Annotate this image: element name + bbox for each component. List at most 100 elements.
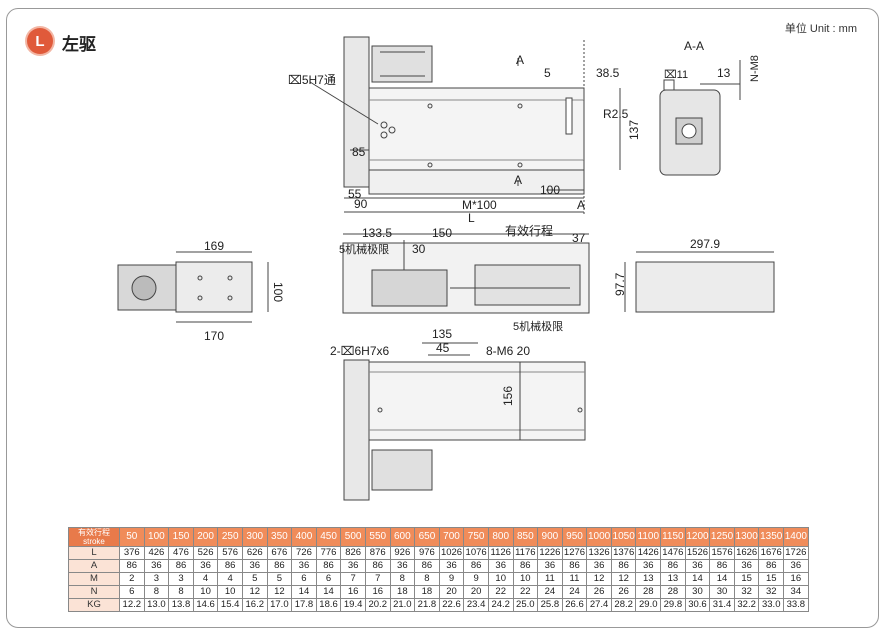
- svg-text:A-A: A-A: [684, 39, 704, 53]
- table-cell: 34: [783, 585, 809, 599]
- svg-text:297.9: 297.9: [690, 237, 720, 251]
- table-cell: 16: [783, 572, 809, 586]
- table-cell: 14.6: [192, 598, 219, 612]
- table-cell: 626: [241, 546, 268, 560]
- table-cell: 32: [733, 585, 760, 599]
- table-cell: 9: [463, 572, 489, 586]
- stroke-cell: 400: [291, 527, 317, 547]
- svg-text:156: 156: [501, 386, 515, 406]
- table-cell: 16: [340, 585, 366, 599]
- table-cell: 1326: [586, 546, 612, 560]
- svg-text:A: A: [514, 173, 522, 187]
- stroke-cell: 1350: [758, 527, 785, 547]
- table-cell: 36: [586, 559, 612, 573]
- stroke-cell: 750: [463, 527, 489, 547]
- stroke-cell: 1200: [684, 527, 711, 547]
- table-cell: 20: [463, 585, 489, 599]
- row-label: KG: [68, 598, 120, 612]
- stroke-cell: 1400: [783, 527, 809, 547]
- table-cell: 13.8: [168, 598, 194, 612]
- unit-label: 单位 Unit : mm: [784, 23, 857, 35]
- table-cell: 15.4: [217, 598, 243, 612]
- stroke-cell: 950: [561, 527, 588, 547]
- svg-text:L: L: [468, 211, 475, 225]
- svg-text:13: 13: [717, 66, 731, 80]
- table-cell: 1026: [438, 546, 465, 560]
- table-cell: 24.2: [487, 598, 514, 612]
- table-cell: 33.0: [758, 598, 785, 612]
- table-cell: 10: [217, 585, 243, 599]
- section-badge: L: [27, 28, 53, 54]
- table-cell: 28: [635, 585, 662, 599]
- table-cell: 86: [758, 559, 785, 573]
- table-cell: 10: [487, 572, 514, 586]
- table-cell: 86: [660, 559, 686, 573]
- table-cell: 36: [340, 559, 366, 573]
- table-cell: 6: [291, 572, 317, 586]
- table-cell: 21.8: [414, 598, 440, 612]
- table-cell: 23.4: [463, 598, 489, 612]
- table-cell: 32: [758, 585, 785, 599]
- row-label: M: [68, 572, 120, 586]
- table-cell: 36: [537, 559, 563, 573]
- stroke-cell: 450: [315, 527, 342, 547]
- table-cell: 17.8: [291, 598, 317, 612]
- table-cell: 776: [315, 546, 342, 560]
- table-cell: 1276: [561, 546, 588, 560]
- table-cell: 30.6: [684, 598, 711, 612]
- table-cell: 476: [168, 546, 194, 560]
- table-cell: 376: [119, 546, 145, 560]
- stroke-cell: 100: [143, 527, 170, 547]
- table-cell: 14: [291, 585, 317, 599]
- table-cell: 1676: [758, 546, 785, 560]
- row-label: L: [68, 546, 120, 560]
- table-cell: 36: [487, 559, 514, 573]
- svg-text:5机械极限: 5机械极限: [339, 242, 389, 256]
- stroke-cell: 500: [340, 527, 366, 547]
- table-cell: 9: [438, 572, 465, 586]
- table-cell: 1076: [463, 546, 489, 560]
- stroke-cell: 1100: [635, 527, 662, 547]
- table-cell: 20: [438, 585, 465, 599]
- stroke-cell: 1050: [610, 527, 637, 547]
- table-cell: 20.2: [364, 598, 391, 612]
- table-cell: 18: [389, 585, 416, 599]
- stroke-cell: 1300: [733, 527, 760, 547]
- table-cell: 8: [168, 585, 194, 599]
- table-cell: 1376: [610, 546, 637, 560]
- table-cell: 24: [537, 585, 563, 599]
- table-cell: 22.6: [438, 598, 465, 612]
- svg-text:8-M6 20: 8-M6 20: [486, 344, 530, 358]
- table-cell: 7: [340, 572, 366, 586]
- table-cell: 32.2: [733, 598, 760, 612]
- section-view: [659, 60, 741, 176]
- table-cell: 926: [389, 546, 416, 560]
- table-cell: 7: [364, 572, 391, 586]
- table-cell: 28.2: [610, 598, 637, 612]
- table-cell: 5: [266, 572, 293, 586]
- side-view: [342, 233, 590, 314]
- table-cell: 12: [266, 585, 293, 599]
- svg-text:⌧5H7通: ⌧5H7通: [288, 73, 336, 87]
- table-cell: 25.0: [512, 598, 539, 612]
- svg-text:2-⌧6H7x6: 2-⌧6H7x6: [330, 344, 390, 358]
- table-cell: 86: [414, 559, 440, 573]
- table-cell: 726: [291, 546, 317, 560]
- svg-text:170: 170: [204, 329, 224, 343]
- table-cell: 1426: [635, 546, 662, 560]
- table-cell: 27.4: [586, 598, 612, 612]
- table-cell: 29.0: [635, 598, 662, 612]
- svg-text:30: 30: [412, 242, 426, 256]
- svg-text:M*100: M*100: [462, 198, 497, 212]
- table-cell: 86: [709, 559, 735, 573]
- table-cell: 13: [635, 572, 662, 586]
- table-cell: 976: [414, 546, 440, 560]
- table-cell: 826: [340, 546, 366, 560]
- table-cell: 1576: [709, 546, 735, 560]
- table-cell: 12: [241, 585, 268, 599]
- table-cell: 86: [217, 559, 243, 573]
